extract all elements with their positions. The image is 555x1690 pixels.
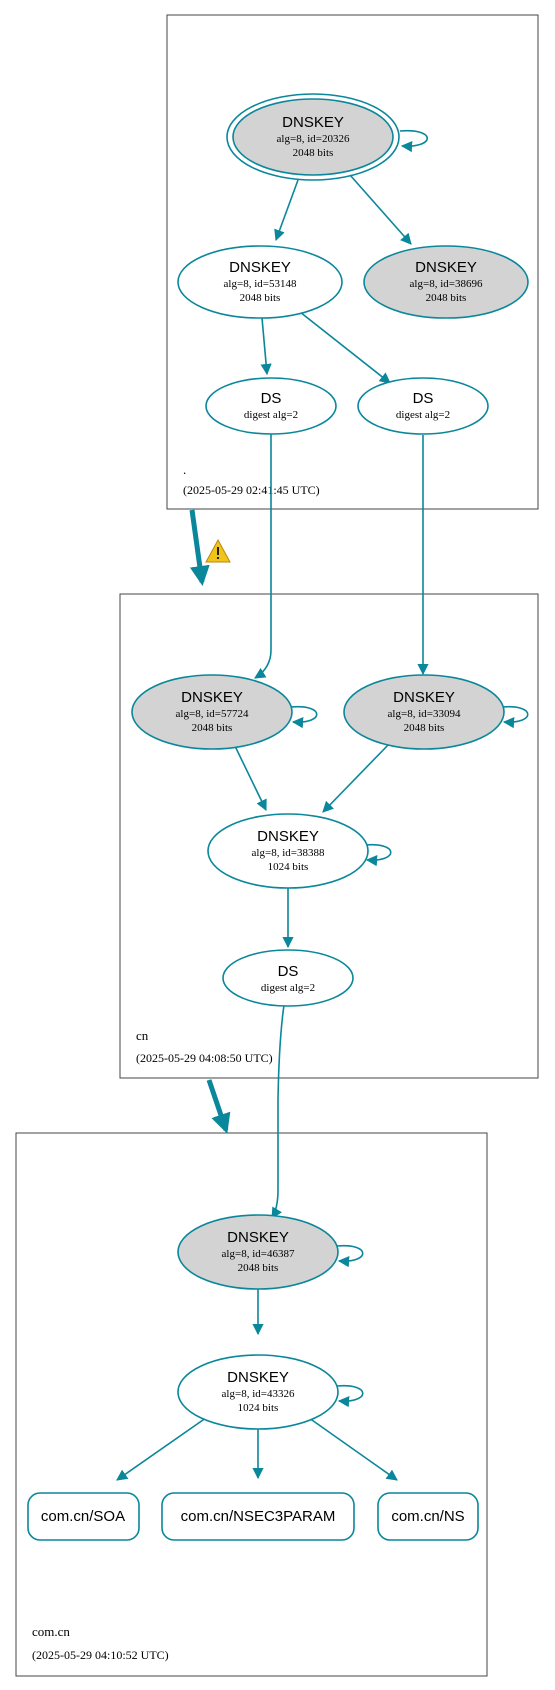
self-loop-edge [399, 129, 429, 153]
node-detail: 1024 bits [268, 861, 309, 873]
node-detail: alg=8, id=53148 [224, 278, 297, 290]
node-detail: 1024 bits [238, 1402, 279, 1414]
node-title: DS [278, 963, 299, 980]
delegation-edge [206, 1079, 231, 1134]
rrset-label: com.cn/NS [391, 1508, 464, 1525]
self-loop-edge [336, 1244, 364, 1268]
edge [349, 174, 412, 245]
node-detail: alg=8, id=43326 [222, 1388, 295, 1400]
self-loop-edge [336, 1384, 364, 1408]
warning-triangle-icon [205, 538, 231, 563]
edge [116, 1412, 214, 1481]
node-title: DNSKEY [393, 689, 455, 706]
dnskey-node[interactable]: DNSKEY alg=8, id=43326 1024 bits [177, 1354, 339, 1430]
node-detail: digest alg=2 [244, 409, 298, 421]
node-detail: 2048 bits [240, 292, 281, 304]
rrset-node[interactable]: com.cn/SOA [27, 1492, 140, 1541]
edge [233, 743, 267, 812]
node-title: DNSKEY [415, 259, 477, 276]
zone-timestamp: (2025-05-29 04:10:52 UTC) [32, 1648, 169, 1662]
dnskey-node[interactable]: DNSKEY alg=8, id=46387 2048 bits [177, 1214, 339, 1290]
self-loop-edge [290, 705, 318, 729]
ds-node[interactable]: DS digest alg=2 [357, 377, 489, 435]
node-detail: alg=8, id=46387 [222, 1248, 295, 1260]
edge [271, 1004, 285, 1219]
node-title: DNSKEY [229, 259, 291, 276]
node-title: DNSKEY [227, 1229, 289, 1246]
zone-cn: cn (2025-05-29 04:08:50 UTC) [119, 593, 539, 1079]
node-detail: 2048 bits [404, 722, 445, 734]
node-detail: 2048 bits [238, 1262, 279, 1274]
self-loop-edge [364, 843, 392, 867]
zone-name: com.cn [32, 1624, 70, 1639]
node-detail: digest alg=2 [261, 982, 315, 994]
dnskey-node[interactable]: DNSKEY alg=8, id=33094 2048 bits [343, 674, 505, 750]
edge [322, 743, 390, 813]
rrset-node[interactable]: com.cn/NS [377, 1492, 479, 1541]
self-loop-edge [501, 705, 529, 729]
node-detail: alg=8, id=20326 [277, 133, 350, 145]
dnskey-node[interactable]: DNSKEY alg=8, id=57724 2048 bits [131, 674, 293, 750]
node-detail: 2048 bits [192, 722, 233, 734]
node-detail: alg=8, id=33094 [388, 708, 461, 720]
ds-node[interactable]: DS digest alg=2 [205, 377, 337, 435]
rrset-node[interactable]: com.cn/NSEC3PARAM [161, 1492, 355, 1541]
zone-name: cn [136, 1028, 149, 1043]
dnskey-node[interactable]: DNSKEY alg=8, id=53148 2048 bits [177, 245, 343, 319]
edge [274, 179, 299, 242]
edge [254, 433, 272, 679]
ds-node[interactable]: DS digest alg=2 [222, 949, 354, 1007]
node-title: DS [261, 390, 282, 407]
zone-timestamp: (2025-05-29 04:08:50 UTC) [136, 1051, 273, 1065]
dnskey-node[interactable]: DNSKEY alg=8, id=38388 1024 bits [207, 813, 369, 889]
rrset-label: com.cn/NSEC3PARAM [181, 1508, 336, 1525]
node-title: DS [413, 390, 434, 407]
edge [301, 1412, 398, 1481]
node-title: DNSKEY [257, 828, 319, 845]
edges [116, 129, 529, 1481]
node-detail: 2048 bits [426, 292, 467, 304]
dnskey-node[interactable]: DNSKEY alg=8, id=20326 2048 bits [226, 93, 400, 181]
zone-timestamp: (2025-05-29 02:41:45 UTC) [183, 483, 320, 497]
zone-name: . [183, 462, 186, 477]
node-title: DNSKEY [181, 689, 243, 706]
node-title: DNSKEY [282, 114, 344, 131]
zone-root: . (2025-05-29 02:41:45 UTC) [166, 14, 539, 510]
node-detail: alg=8, id=38696 [410, 278, 483, 290]
node-detail: digest alg=2 [396, 409, 450, 421]
node-title: DNSKEY [227, 1369, 289, 1386]
delegation-edge [189, 509, 210, 586]
rrset-label: com.cn/SOA [41, 1508, 125, 1525]
edge [260, 317, 272, 376]
dnskey-node[interactable]: DNSKEY alg=8, id=38696 2048 bits [363, 245, 529, 319]
zone-com-cn: com.cn (2025-05-29 04:10:52 UTC) [15, 1132, 488, 1677]
node-detail: alg=8, id=38388 [252, 847, 325, 859]
node-detail: 2048 bits [293, 147, 334, 159]
edge [299, 311, 391, 384]
node-detail: alg=8, id=57724 [176, 708, 249, 720]
